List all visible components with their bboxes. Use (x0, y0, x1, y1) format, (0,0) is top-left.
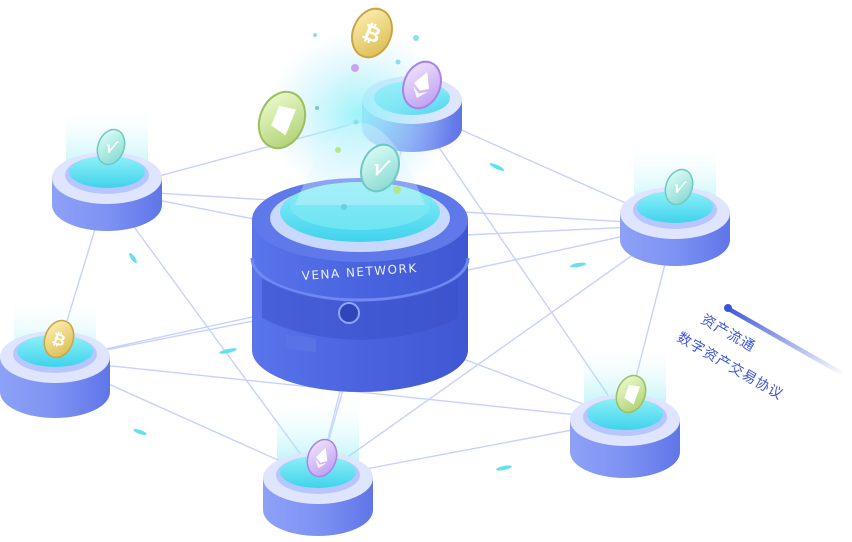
bitcoin-coin-icon: ₿ (351, 7, 393, 59)
hub-port-icon (338, 302, 360, 324)
data-particle (489, 163, 505, 171)
vena-coin-icon: √ (96, 128, 126, 166)
connection-line (317, 224, 676, 479)
neo-coin-icon (615, 374, 647, 414)
floating-coins: ₿ √ (257, 7, 442, 193)
vena-coin-icon: √ (360, 143, 400, 193)
vena-coin-icon: √ (664, 168, 694, 206)
data-particle (570, 262, 586, 268)
node-right-upper: √ (620, 145, 730, 266)
svg-text:₿: ₿ (49, 328, 68, 350)
node-right-lower (570, 345, 680, 478)
data-particle (496, 465, 512, 471)
node-bottom (263, 400, 373, 536)
sparkle-dots (313, 33, 419, 210)
ethereum-coin-icon (402, 60, 442, 110)
node-left-upper: √ (52, 108, 162, 231)
neo-coin-icon (257, 90, 307, 150)
data-particle (219, 348, 237, 354)
data-particle (129, 252, 137, 264)
central-hub: VENA NETWORK (250, 178, 470, 392)
data-particle (133, 428, 147, 436)
caption: 资产流通 数字资产交易协议 (674, 304, 844, 403)
node-left-lower: ₿ (0, 298, 110, 418)
bitcoin-coin-icon: ₿ (43, 319, 75, 359)
data-particles (129, 163, 586, 471)
ethereum-coin-icon (306, 438, 338, 478)
